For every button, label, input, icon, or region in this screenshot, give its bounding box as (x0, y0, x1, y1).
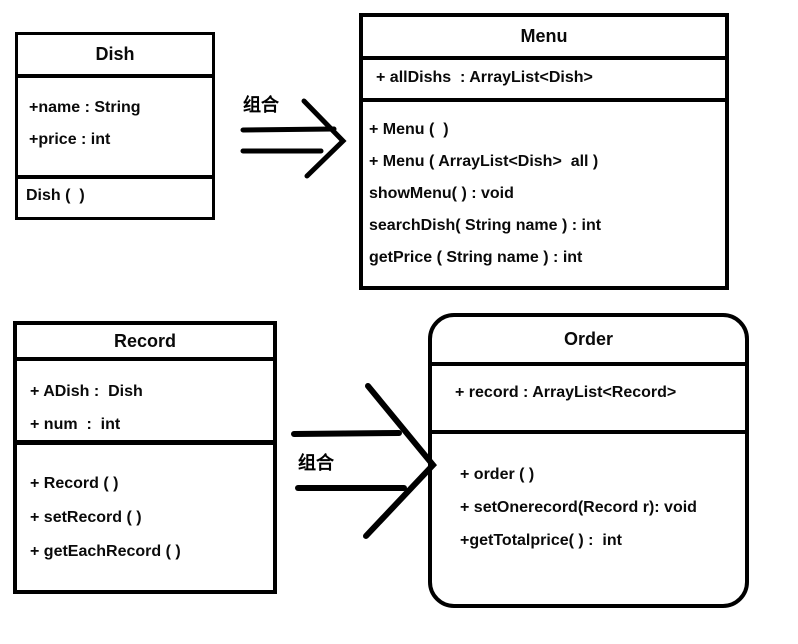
attribute-line: +price : int (29, 131, 111, 148)
attribute-line: + ADish : Dish (30, 383, 143, 400)
method-line: showMenu( ) : void (369, 185, 514, 202)
method-line: +getTotalprice( ) : int (460, 532, 622, 549)
class-box-menu: Menu + allDishs : ArrayList<Dish> + Menu… (359, 13, 729, 290)
class-record-attributes: + ADish : Dish + num : int (17, 361, 273, 445)
class-order-methods: + order ( ) + setOnerecord(Record r): vo… (432, 434, 745, 604)
class-box-record: Record + ADish : Dish + num : int + Reco… (13, 321, 277, 594)
composition-label-dish-menu: 组合 (243, 95, 279, 115)
method-line: Dish ( ) (26, 187, 85, 204)
attribute-line: + record : ArrayList<Record> (455, 384, 677, 401)
attribute-line: + allDishs : ArrayList<Dish> (376, 69, 593, 86)
method-line: + Menu ( ) (369, 121, 449, 138)
class-dish-methods: Dish ( ) (18, 179, 212, 217)
method-line: + Menu ( ArrayList<Dish> all ) (369, 153, 599, 170)
class-order-attributes: + record : ArrayList<Record> (432, 366, 745, 434)
method-line: + Record ( ) (30, 475, 119, 492)
attribute-line: +name : String (29, 99, 141, 116)
method-line: + order ( ) (460, 466, 535, 483)
class-record-title: Record (17, 325, 273, 361)
class-dish-attributes: +name : String +price : int (18, 78, 212, 179)
class-record-methods: + Record ( ) + setRecord ( ) + getEachRe… (17, 445, 273, 590)
method-line: + setOnerecord(Record r): void (460, 499, 697, 516)
method-line: searchDish( String name ) : int (369, 217, 602, 234)
composition-label-record-order: 组合 (298, 453, 334, 473)
class-dish-title: Dish (18, 35, 212, 78)
class-menu-title: Menu (363, 17, 725, 60)
class-menu-methods: + Menu ( ) + Menu ( ArrayList<Dish> all … (363, 102, 725, 286)
class-box-dish: Dish +name : String +price : int Dish ( … (15, 32, 215, 220)
method-line: + getEachRecord ( ) (30, 543, 181, 560)
method-line: getPrice ( String name ) : int (369, 249, 583, 266)
class-order-title: Order (432, 317, 745, 366)
class-menu-attributes: + allDishs : ArrayList<Dish> (363, 60, 725, 102)
method-line: + setRecord ( ) (30, 509, 142, 526)
attribute-line: + num : int (30, 416, 121, 433)
class-box-order: Order + record : ArrayList<Record> + ord… (428, 313, 749, 608)
